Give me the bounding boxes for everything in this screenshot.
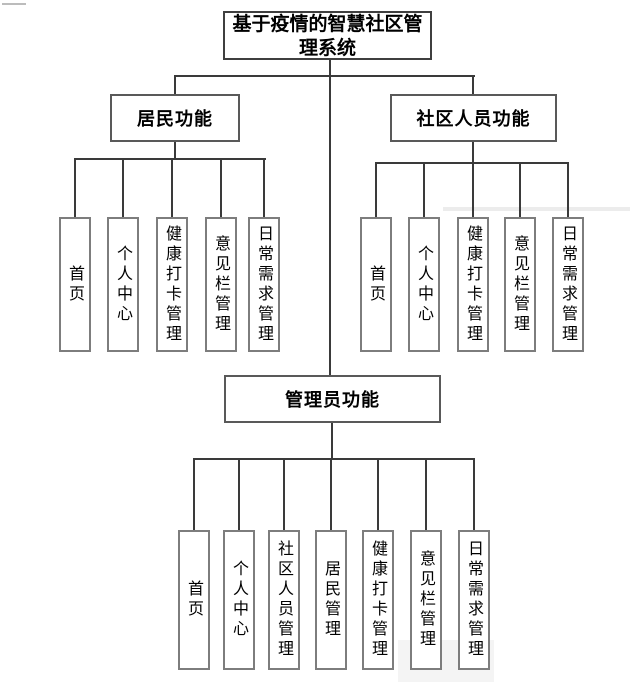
leaf-resident-health-checkin: 健康打卡管理 <box>156 217 188 352</box>
connector-resident-drop-3 <box>171 158 173 217</box>
leaf-label: 首页 <box>367 264 386 305</box>
leaf-admin-health-checkin: 健康打卡管理 <box>362 530 394 670</box>
leaf-label: 健康打卡管理 <box>369 540 388 660</box>
leaf-admin-personal-center: 个人中心 <box>223 530 255 670</box>
leaf-label: 意见栏管理 <box>511 234 530 335</box>
connector-resident-stub <box>174 142 176 158</box>
leaf-label: 日常需求管理 <box>465 540 484 660</box>
leaf-label: 首页 <box>66 264 85 305</box>
leaf-label: 健康打卡管理 <box>464 224 483 345</box>
connector-admin-stub <box>331 423 333 458</box>
leaf-label: 社区人员管理 <box>275 540 294 660</box>
connector-admin-drop-6 <box>425 458 427 530</box>
connector-admin-drop-1 <box>193 458 195 530</box>
connector-admin-drop-2 <box>238 458 240 530</box>
leaf-admin-opinion-board: 意见栏管理 <box>410 530 442 670</box>
leaf-label: 健康打卡管理 <box>163 224 182 345</box>
leaf-community-health-checkin: 健康打卡管理 <box>457 217 489 352</box>
leaf-community-personal-center: 个人中心 <box>408 217 440 352</box>
leaf-label: 日常需求管理 <box>255 224 274 345</box>
root-title-line-2: 理系统 <box>298 36 356 59</box>
leaf-resident-home: 首页 <box>59 217 91 352</box>
branch-label: 居民功能 <box>137 109 213 130</box>
leaf-label: 意见栏管理 <box>212 234 231 335</box>
connector-l1-horizontal <box>174 75 475 77</box>
node-root-system: 基于疫情的智慧社区管 理系统 <box>223 11 432 60</box>
leaf-resident-opinion-board: 意见栏管理 <box>205 217 237 352</box>
node-admin-functions: 管理员功能 <box>224 375 441 423</box>
scan-artifact-dash <box>2 3 26 5</box>
leaf-label: 日常需求管理 <box>559 224 578 345</box>
scan-artifact-band <box>443 207 630 211</box>
connector-admin-drop-5 <box>377 458 379 530</box>
connector-community-stub <box>472 142 474 162</box>
connector-l1-drop-community <box>472 75 474 94</box>
leaf-admin-resident-mgmt: 居民管理 <box>315 530 347 670</box>
leaf-label: 居民管理 <box>322 560 341 640</box>
connector-admin-drop-7 <box>473 458 475 530</box>
connector-community-drop-3 <box>472 162 474 217</box>
leaf-admin-community-staff-mgmt: 社区人员管理 <box>268 530 300 670</box>
node-community-staff-functions: 社区人员功能 <box>390 94 557 142</box>
connector-resident-drop-1 <box>74 158 76 217</box>
leaf-label: 个人中心 <box>114 244 133 325</box>
leaf-community-home: 首页 <box>360 217 392 352</box>
connector-community-drop-5 <box>567 162 569 217</box>
connector-admin-horizontal <box>193 458 475 460</box>
root-title-line-1: 基于疫情的智慧社区管 <box>232 12 423 35</box>
connector-resident-drop-4 <box>220 158 222 217</box>
connector-trunk <box>329 60 331 375</box>
leaf-community-daily-needs: 日常需求管理 <box>552 217 584 352</box>
node-resident-functions: 居民功能 <box>110 94 240 142</box>
connector-resident-horizontal <box>74 158 266 160</box>
leaf-admin-daily-needs: 日常需求管理 <box>458 530 490 670</box>
leaf-label: 个人中心 <box>230 560 249 640</box>
branch-label: 管理员功能 <box>285 390 380 411</box>
connector-admin-drop-4 <box>330 458 332 530</box>
connector-admin-drop-3 <box>283 458 285 530</box>
leaf-label: 个人中心 <box>415 244 434 325</box>
connector-resident-drop-2 <box>122 158 124 217</box>
leaf-resident-personal-center: 个人中心 <box>107 217 139 352</box>
connector-resident-drop-5 <box>263 158 265 217</box>
connector-community-drop-1 <box>375 162 377 217</box>
branch-label: 社区人员功能 <box>416 109 531 130</box>
connector-community-drop-4 <box>519 162 521 217</box>
connector-l1-drop-resident <box>174 75 176 94</box>
connector-community-drop-2 <box>423 162 425 217</box>
leaf-admin-home: 首页 <box>178 530 210 670</box>
leaf-community-opinion-board: 意见栏管理 <box>504 217 536 352</box>
leaf-label: 意见栏管理 <box>417 550 436 650</box>
leaf-resident-daily-needs: 日常需求管理 <box>248 217 280 352</box>
leaf-label: 首页 <box>185 580 204 620</box>
